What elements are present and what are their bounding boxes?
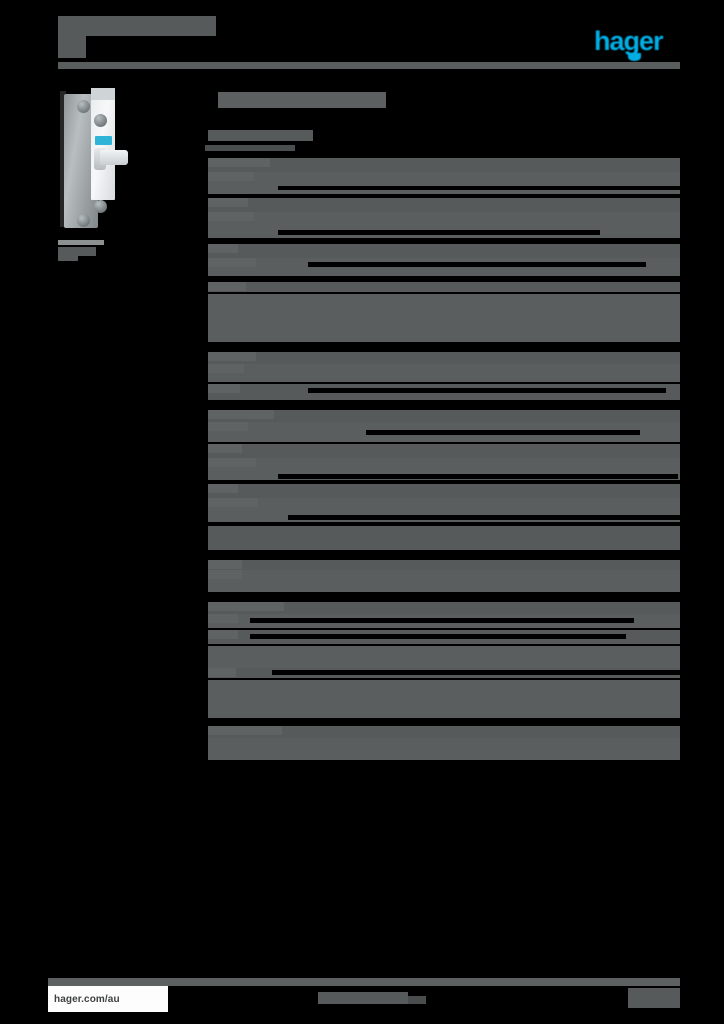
table-row bbox=[208, 258, 680, 276]
table-row bbox=[208, 364, 680, 382]
page-title bbox=[218, 92, 386, 108]
table-row-value-gap bbox=[250, 634, 626, 639]
table-row bbox=[208, 352, 680, 364]
table-row-label bbox=[208, 560, 242, 569]
header-divider bbox=[58, 62, 680, 69]
table-row bbox=[208, 526, 680, 550]
table-row-value-gap bbox=[288, 515, 686, 520]
product-top-notch bbox=[91, 88, 115, 100]
hager-logo-text: hager bbox=[594, 26, 664, 56]
table-row-value-gap bbox=[308, 262, 646, 267]
product-terminal-screw bbox=[94, 114, 107, 127]
table-row bbox=[208, 570, 680, 592]
product-caption-line-1 bbox=[58, 240, 104, 245]
table-row-value-gap bbox=[272, 670, 680, 675]
table-row-label bbox=[208, 726, 282, 735]
table-row-label bbox=[208, 384, 240, 393]
table-row bbox=[208, 646, 680, 668]
product-toggle-lever bbox=[100, 150, 128, 165]
table-row-value-gap bbox=[278, 474, 678, 479]
footer-divider bbox=[48, 978, 680, 986]
table-row-label bbox=[208, 364, 244, 373]
table-row-label bbox=[208, 602, 284, 611]
table-row-label bbox=[208, 570, 242, 579]
footer-right-text bbox=[628, 988, 680, 1008]
table-row-value-gap bbox=[278, 230, 600, 235]
footer-center-text bbox=[318, 992, 408, 1004]
table-row-label bbox=[208, 444, 242, 453]
product-terminal-screw bbox=[77, 214, 90, 227]
footer-website-url[interactable]: hager.com/au bbox=[54, 993, 120, 1005]
table-row-value-gap bbox=[278, 186, 680, 190]
section-subtitle bbox=[208, 130, 313, 141]
product-caption-line-3 bbox=[58, 256, 78, 261]
table-row bbox=[208, 498, 686, 522]
product-terminal-screw bbox=[94, 200, 107, 213]
table-row-value-gap bbox=[366, 430, 640, 435]
product-terminal-screw bbox=[77, 100, 90, 113]
table-row bbox=[208, 630, 680, 644]
table-row bbox=[208, 614, 680, 628]
table-row-label bbox=[208, 458, 256, 467]
table-row-label bbox=[208, 282, 246, 291]
table-row bbox=[208, 244, 680, 258]
table-row-label bbox=[208, 668, 236, 677]
table-row bbox=[208, 484, 680, 498]
product-photo bbox=[58, 88, 130, 233]
table-row bbox=[208, 410, 680, 422]
hager-logo-dot bbox=[628, 53, 641, 61]
table-row-label bbox=[208, 422, 248, 431]
table-row bbox=[208, 602, 680, 614]
table-row bbox=[208, 384, 680, 400]
table-row bbox=[208, 294, 680, 342]
table-row-label bbox=[208, 172, 254, 181]
product-caption-line-2 bbox=[58, 247, 96, 256]
table-row bbox=[208, 680, 680, 718]
table-row-label bbox=[208, 244, 238, 253]
section-subtitle-rule bbox=[205, 145, 295, 151]
table-row-label bbox=[208, 410, 274, 419]
table-row bbox=[208, 458, 680, 480]
product-brand-label bbox=[95, 136, 112, 145]
table-row bbox=[208, 422, 680, 442]
table-row bbox=[208, 158, 680, 172]
table-row-label bbox=[208, 498, 258, 507]
table-row-label bbox=[208, 212, 254, 221]
table-row-value-gap bbox=[250, 618, 634, 623]
table-row bbox=[208, 282, 680, 292]
table-row-label bbox=[208, 484, 238, 493]
page-header: hager bbox=[0, 0, 724, 80]
table-row-label bbox=[208, 198, 248, 207]
document-title-line-1-cont bbox=[86, 20, 216, 35]
table-row bbox=[208, 198, 680, 212]
table-row-label bbox=[208, 158, 270, 167]
table-row-label bbox=[208, 258, 256, 267]
table-row-value-gap bbox=[308, 388, 666, 393]
table-row bbox=[208, 738, 680, 760]
table-row-label bbox=[208, 630, 238, 639]
table-row bbox=[208, 668, 680, 678]
table-row-label bbox=[208, 352, 256, 361]
table-row bbox=[208, 444, 680, 458]
product-photo-shadow bbox=[60, 91, 66, 227]
hager-logo: hager bbox=[594, 26, 676, 61]
table-row-label bbox=[208, 614, 238, 623]
footer-page-number bbox=[408, 996, 426, 1004]
table-row bbox=[208, 726, 680, 738]
table-row bbox=[208, 560, 680, 570]
table-row bbox=[208, 212, 680, 238]
table-row bbox=[208, 172, 680, 194]
footer-url-box[interactable]: hager.com/au bbox=[48, 986, 168, 1012]
document-title-line-2 bbox=[58, 36, 86, 58]
